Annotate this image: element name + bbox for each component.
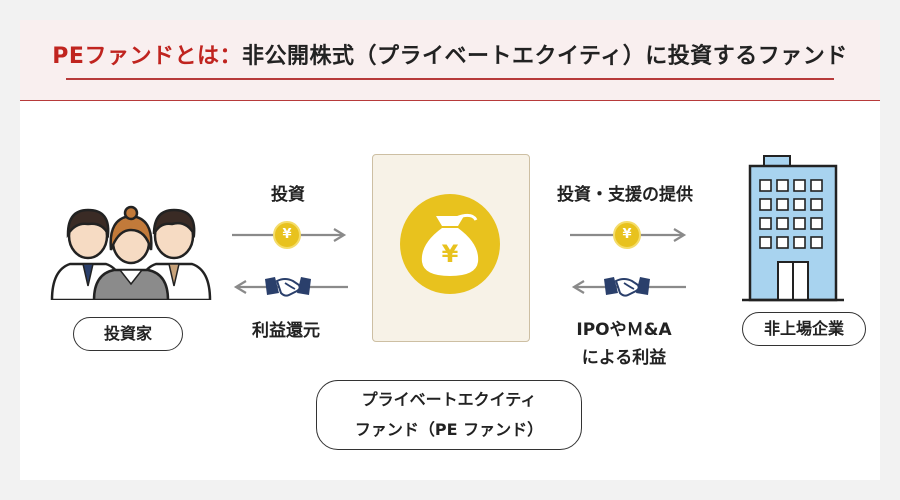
bag-yen-symbol: ¥	[441, 240, 459, 268]
title-underline	[66, 78, 834, 80]
fund-name-line2: ファンド（PE ファンド）	[354, 420, 544, 439]
handshake-icon	[604, 277, 650, 297]
title-banner: PEファンドとは：非公開株式（プライベートエクイティ）に投資するファンド	[20, 20, 880, 101]
investor-woman	[92, 205, 170, 300]
money-bag-icon	[400, 194, 500, 294]
title-rest: 非公開株式（プライベートエクイティ）に投資するファンド	[241, 44, 848, 69]
people-icon	[50, 205, 212, 300]
page-title: PEファンドとは：非公開株式（プライベートエクイティ）に投資するファンド	[20, 38, 880, 70]
coin-icon: ¥	[273, 221, 301, 249]
fund-name-label: プライベートエクイティ ファンド（PE ファンド）	[316, 380, 582, 450]
right-flow-top-label: 投資・支援の提供	[557, 185, 693, 205]
right-flow-bottom-line1: IPOやＭ&A	[576, 320, 672, 340]
right-flow-bottom-line2: による利益	[581, 348, 667, 368]
left-flow-top-label: 投資	[271, 185, 305, 205]
fund-name-line1: プライベートエクイティ	[361, 390, 537, 409]
left-flow-bottom-label: 利益還元	[252, 321, 320, 341]
title-lead: PEファンドとは：	[52, 44, 242, 69]
building-icon	[742, 155, 844, 302]
coin-icon: ¥	[613, 221, 641, 249]
diagram-card: PEファンドとは：非公開株式（プライベートエクイティ）に投資するファンド 投	[20, 20, 880, 480]
handshake-icon	[265, 277, 311, 297]
company-label: 非上場企業	[742, 312, 866, 346]
investor-label: 投資家	[73, 317, 183, 351]
right-flow-bottom-label: IPOやＭ&A による利益	[544, 316, 704, 372]
